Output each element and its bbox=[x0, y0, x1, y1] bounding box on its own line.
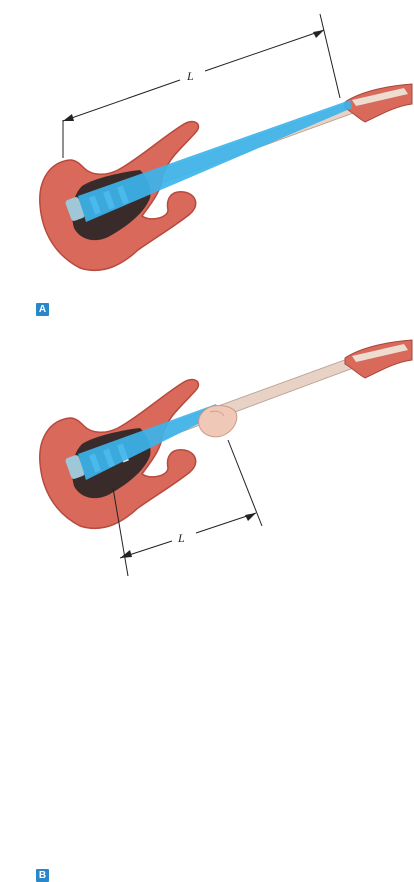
fretting-finger-icon bbox=[199, 406, 237, 437]
panel-b: L B bbox=[0, 300, 414, 600]
panel-b-illustration: L bbox=[0, 300, 414, 600]
dimension-arrow-right bbox=[313, 30, 324, 38]
panel-label-badge: B bbox=[36, 869, 49, 882]
dimension-arrow-right bbox=[245, 513, 256, 521]
length-label: L bbox=[177, 531, 185, 545]
guitar-string-length-figure: L A bbox=[0, 0, 414, 600]
dimension-arrow-left bbox=[120, 550, 132, 558]
panel-a-illustration: L bbox=[0, 0, 414, 300]
vibrating-string-highlight bbox=[78, 100, 352, 222]
dimension-tick-right bbox=[320, 14, 340, 98]
panel-a: L A bbox=[0, 0, 414, 300]
dimension-line-left bbox=[63, 80, 180, 121]
dimension-arrow-left bbox=[63, 114, 74, 121]
dimension-line-right bbox=[205, 30, 324, 71]
dimension-tick-right bbox=[228, 440, 262, 526]
length-label: L bbox=[186, 69, 194, 83]
